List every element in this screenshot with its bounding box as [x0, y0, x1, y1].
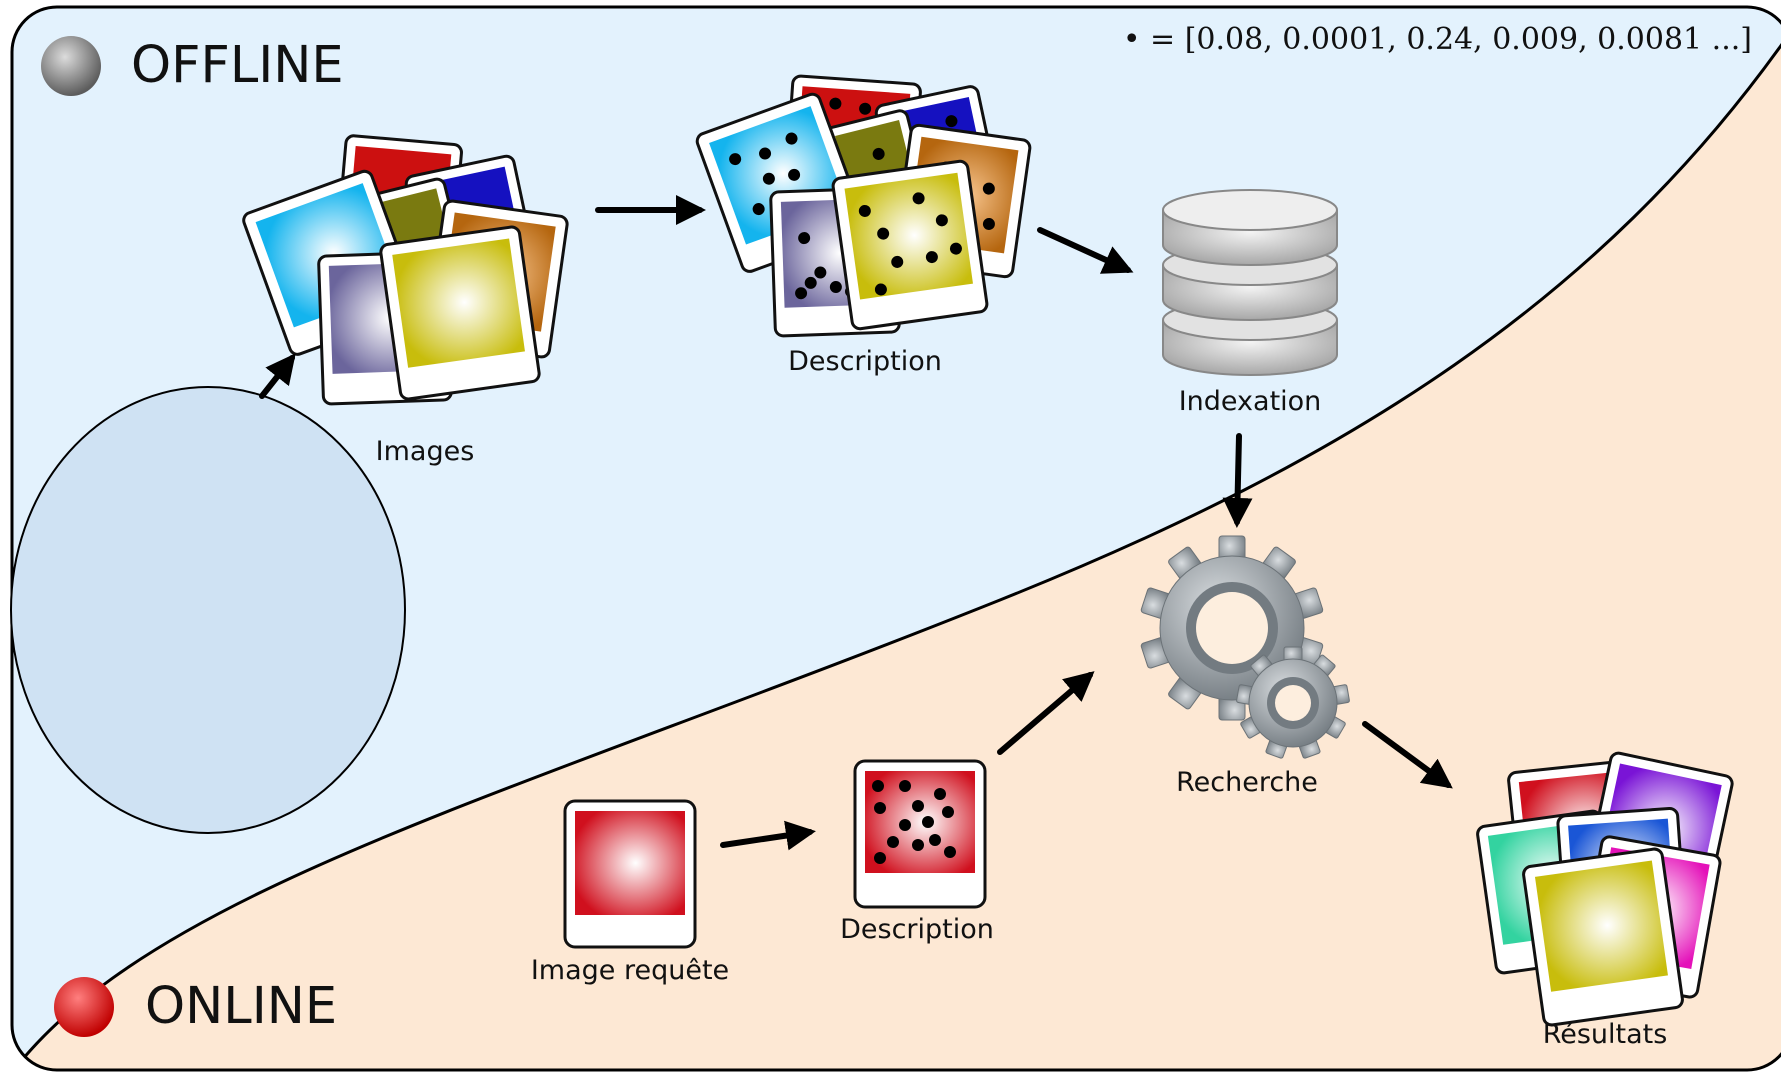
arrow-description-to-recherche	[997, 671, 1095, 755]
offline-description-label: Description	[788, 346, 942, 377]
described-photo-stack-icon	[695, 74, 1032, 338]
gears-icon	[1140, 535, 1350, 759]
result-photo-stack-icon	[1476, 751, 1734, 1027]
results-label: Résultats	[1543, 1019, 1668, 1050]
photo-stack-icon	[242, 134, 569, 406]
database-icon	[1162, 189, 1338, 376]
arrow-description-to-indexation	[1037, 227, 1134, 274]
offline-header: OFFLINE	[41, 36, 344, 96]
described-query-photo-icon	[853, 759, 987, 909]
online-label: ONLINE	[145, 977, 337, 1036]
indexation-label: Indexation	[1179, 386, 1322, 417]
blank-circle	[10, 386, 406, 834]
query-photo-icon	[563, 799, 697, 949]
arrow-circle-to-images	[259, 353, 296, 399]
arrow-recherche-to-results	[1362, 721, 1453, 789]
recherche-label: Recherche	[1176, 767, 1318, 798]
flow-arrows	[259, 195, 1453, 851]
online-header: ONLINE	[54, 977, 337, 1037]
online-region	[12, 40, 1781, 1070]
offline-bullet	[41, 36, 101, 96]
online-description-label: Description	[840, 914, 994, 945]
online-bullet	[54, 977, 114, 1037]
offline-online-divider	[12, 39, 1781, 1070]
arrow-query-to-description	[720, 820, 816, 851]
arrow-indexation-to-recherche	[1222, 433, 1253, 528]
feature-vector-formula: • = [0.08, 0.0001, 0.24, 0.009, 0.0081 .…	[1123, 22, 1752, 57]
offline-label: OFFLINE	[131, 36, 344, 95]
images-label: Images	[376, 436, 475, 467]
query-image-label: Image requête	[531, 955, 729, 986]
